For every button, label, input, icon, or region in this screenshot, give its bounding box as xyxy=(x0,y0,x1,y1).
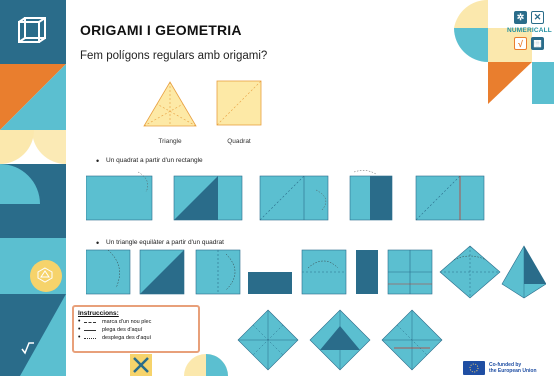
bullet-square-from-rectangle: Un quadrat a partir d'un rectangle xyxy=(96,156,203,166)
square-caption: Quadrat xyxy=(227,138,251,145)
logo-text: NUMERICALL xyxy=(507,27,552,34)
instruction-text: desplega des d'aquí xyxy=(102,335,152,341)
polyhedron-icon xyxy=(36,266,54,284)
top-right-decoration xyxy=(444,0,554,104)
instruction-text: plega des d'aquí xyxy=(102,327,143,333)
bottom-decorations xyxy=(130,354,228,376)
page-subtitle: Fem polígons regulars amb origami? xyxy=(80,50,268,62)
instructions-title: Instruccions: xyxy=(78,310,119,317)
close-icon: ✕ xyxy=(531,11,544,24)
instruction-item: • plega des d'aquí xyxy=(78,326,143,333)
fold-steps-row-2 xyxy=(86,245,546,299)
eu-text: Co-funded by the European Union xyxy=(489,362,537,374)
eu-line-2: the European Union xyxy=(489,368,537,374)
numericall-logo: ✲ ✕ NUMERICALL √ ▦ xyxy=(507,8,552,56)
page-title: ORIGAMI I GEOMETRIA xyxy=(80,22,242,38)
bullet-equilateral-from-square: Un triangle equilàter a partir d'un quad… xyxy=(96,238,224,248)
cube-grid-icon xyxy=(15,14,49,48)
instruction-item: • marca d'un nou plec xyxy=(78,318,152,325)
instruction-text: marca d'un nou plec xyxy=(102,319,152,325)
eu-line-1: Co-funded by xyxy=(489,362,522,368)
triangle-shape xyxy=(143,81,197,127)
eu-flag-icon xyxy=(463,361,485,375)
sqrt-icon xyxy=(20,340,36,356)
triangle-caption: Triangle xyxy=(158,138,182,145)
square-shape xyxy=(216,80,262,126)
fold-steps-row-1 xyxy=(86,170,485,221)
fold-steps-row-3 xyxy=(237,309,443,371)
left-decorative-strip xyxy=(0,0,66,376)
eu-funding-badge: Co-funded by the European Union xyxy=(463,358,551,376)
sqrt-icon: √ xyxy=(514,37,527,50)
gear-icon: ✲ xyxy=(514,11,527,24)
instruction-item: • desplega des d'aquí xyxy=(78,334,152,341)
strip-dark-block xyxy=(0,0,66,64)
grid-icon: ▦ xyxy=(531,37,544,50)
instructions-box: Instruccions: • marca d'un nou plec • pl… xyxy=(72,305,200,353)
